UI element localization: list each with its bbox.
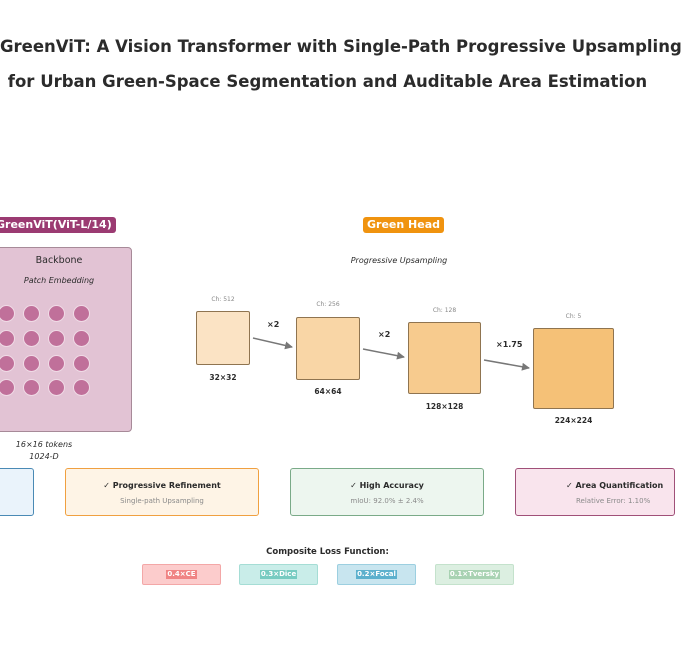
backbone-box	[0, 247, 132, 432]
feature-accuracy-subtitle: mIoU: 92.0% ± 2.4%	[350, 497, 424, 505]
patch-token	[23, 355, 40, 372]
patch-token	[0, 379, 15, 396]
feature-card-1	[0, 468, 34, 516]
patch-token	[48, 355, 65, 372]
stage-2-block	[296, 317, 360, 380]
loss-term-dice: 0.3×Dice	[239, 564, 318, 585]
title-line-2: for Urban Green-Space Segmentation and A…	[7, 72, 648, 91]
feature-card-accuracy	[290, 468, 484, 516]
loss-term-tversky-label: 0.1×Tversky	[448, 570, 501, 579]
stage-3-resolution: 128×128	[425, 402, 464, 411]
stage-1-block	[196, 311, 250, 365]
patch-token	[48, 330, 65, 347]
upsample-arrows	[252, 337, 530, 371]
feature-area-subtitle: Relative Error: 1.10%	[576, 497, 651, 505]
patch-token	[73, 330, 90, 347]
patch-token	[0, 355, 15, 372]
loss-term-focal-label: 0.2×Focal	[356, 570, 397, 579]
patch-token	[73, 355, 90, 372]
backbone-subtitle: Patch Embedding	[23, 276, 95, 285]
arrow-2	[362, 348, 405, 360]
stage-2-channels: Ch: 256	[316, 301, 340, 308]
stage-2-resolution: 64×64	[314, 387, 342, 396]
feature-card-area	[515, 468, 675, 516]
loss-title: Composite Loss Function:	[266, 547, 389, 557]
loss-term-tversky: 0.1×Tversky	[435, 564, 514, 585]
patch-token	[73, 305, 90, 322]
patch-token	[0, 305, 15, 322]
backbone-badge: GreenViT(ViT-L/14)	[0, 217, 116, 233]
feature-refinement-title: ✓ Progressive Refinement	[103, 481, 221, 490]
scale-3: ×1.75	[496, 340, 523, 349]
patch-token	[23, 330, 40, 347]
stage-3-channels: Ch: 128	[432, 307, 457, 314]
scale-2: ×2	[378, 330, 391, 339]
stage-1-resolution: 32×32	[209, 373, 237, 382]
stage-1-channels: Ch: 512	[211, 296, 235, 303]
head-subtitle: Progressive Upsampling	[350, 256, 448, 265]
feature-accuracy-title: ✓ High Accuracy	[350, 481, 424, 490]
backbone-dim: 1024-D	[29, 452, 59, 461]
arrow-1	[252, 337, 293, 350]
backbone-title: Backbone	[35, 255, 83, 266]
feature-area-title: ✓ Area Quantification	[566, 481, 664, 490]
title-line-1: GreenViT: A Vision Transformer with Sing…	[0, 37, 682, 56]
stage-4-block	[533, 328, 614, 409]
stage-3-block	[408, 322, 481, 394]
loss-term-ce: 0.4×CE	[142, 564, 221, 585]
patch-token	[48, 305, 65, 322]
patch-token	[0, 330, 15, 347]
scale-1: ×2	[267, 320, 280, 329]
stage-4-channels: Ch: 5	[565, 313, 582, 320]
arrow-3	[483, 359, 530, 371]
backbone-tokens: 16×16 tokens	[15, 440, 73, 449]
head-badge: Green Head	[363, 217, 444, 233]
patch-token	[23, 305, 40, 322]
patch-token	[23, 379, 40, 396]
feature-refinement-subtitle: Single-path Upsampling	[120, 497, 204, 505]
stage-4-resolution: 224×224	[554, 416, 593, 425]
loss-term-focal: 0.2×Focal	[337, 564, 416, 585]
patch-token	[48, 379, 65, 396]
loss-term-dice-label: 0.3×Dice	[259, 570, 298, 579]
feature-card-refinement	[65, 468, 259, 516]
patch-token	[73, 379, 90, 396]
loss-term-ce-label: 0.4×CE	[166, 570, 197, 579]
